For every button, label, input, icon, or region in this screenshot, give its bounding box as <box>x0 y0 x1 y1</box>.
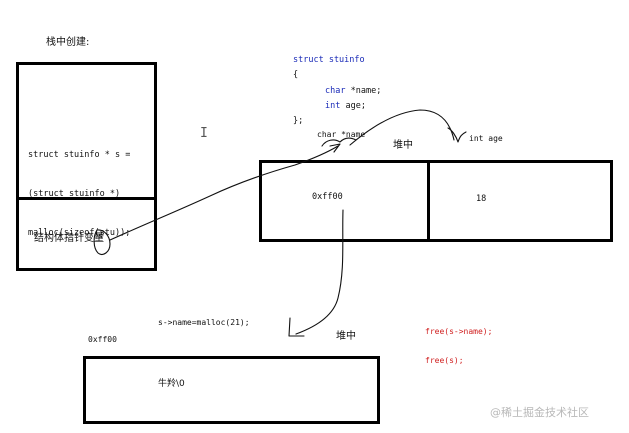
heap-struct-divider <box>427 160 430 242</box>
stack-code-line: struct stuinfo * s = <box>28 150 131 160</box>
pointer-to-struct-arrow <box>109 145 339 241</box>
field-age-label: int age <box>469 134 503 143</box>
bottom-content: 牛羚\0 <box>158 379 185 389</box>
heap-name-box <box>83 356 380 424</box>
age-hook <box>447 127 467 143</box>
stack-code-line: (struct stuinfo *) <box>28 189 121 199</box>
free-call: free(s->name); <box>425 327 493 336</box>
pointer-variable-name: s <box>98 231 103 240</box>
struct-def-line: int age; <box>325 101 366 111</box>
stack-title: 栈中创建: <box>46 37 90 48</box>
struct-def-line: { <box>293 70 299 80</box>
struct-def-line: struct stuinfo <box>293 55 365 65</box>
member-decl: *name; <box>345 86 382 96</box>
age-cell-value: 18 <box>476 194 487 204</box>
keyword: int <box>325 101 341 111</box>
field-name-label: char *name <box>317 130 366 139</box>
bottom-address: 0xff00 <box>88 335 117 344</box>
heap-label-bottom: 堆中 <box>336 331 356 342</box>
heap-struct-box <box>259 160 613 242</box>
watermark: @稀土掘金技术社区 <box>490 406 589 419</box>
malloc-name-code: s->name=malloc(21); <box>158 318 250 327</box>
text-cursor-icon: I <box>200 126 208 141</box>
field-name-scribble <box>321 137 357 147</box>
free-call: free(s); <box>425 356 464 365</box>
struct-def-line: }; <box>293 116 304 126</box>
heap-to-age-arc <box>349 109 455 146</box>
pointer-circle <box>93 229 111 255</box>
arrow-head <box>329 143 341 153</box>
arrow-head <box>288 317 305 337</box>
pointer-variable-box <box>16 197 157 271</box>
struct-def-line: char *name; <box>325 86 381 96</box>
stack-code: struct stuinfo * s = (struct stuinfo *) … <box>28 123 130 253</box>
stack-code-line: malloc(sizeof(stu)); <box>28 228 131 238</box>
pointer-variable-label: 结构体指针变量 <box>34 233 104 244</box>
keyword: char <box>325 86 346 96</box>
name-cell-value: 0xff00 <box>312 192 343 202</box>
member-decl: age; <box>340 101 366 111</box>
heap-label-top: 堆中 <box>393 140 413 151</box>
name-to-heap-arrow <box>295 209 344 335</box>
